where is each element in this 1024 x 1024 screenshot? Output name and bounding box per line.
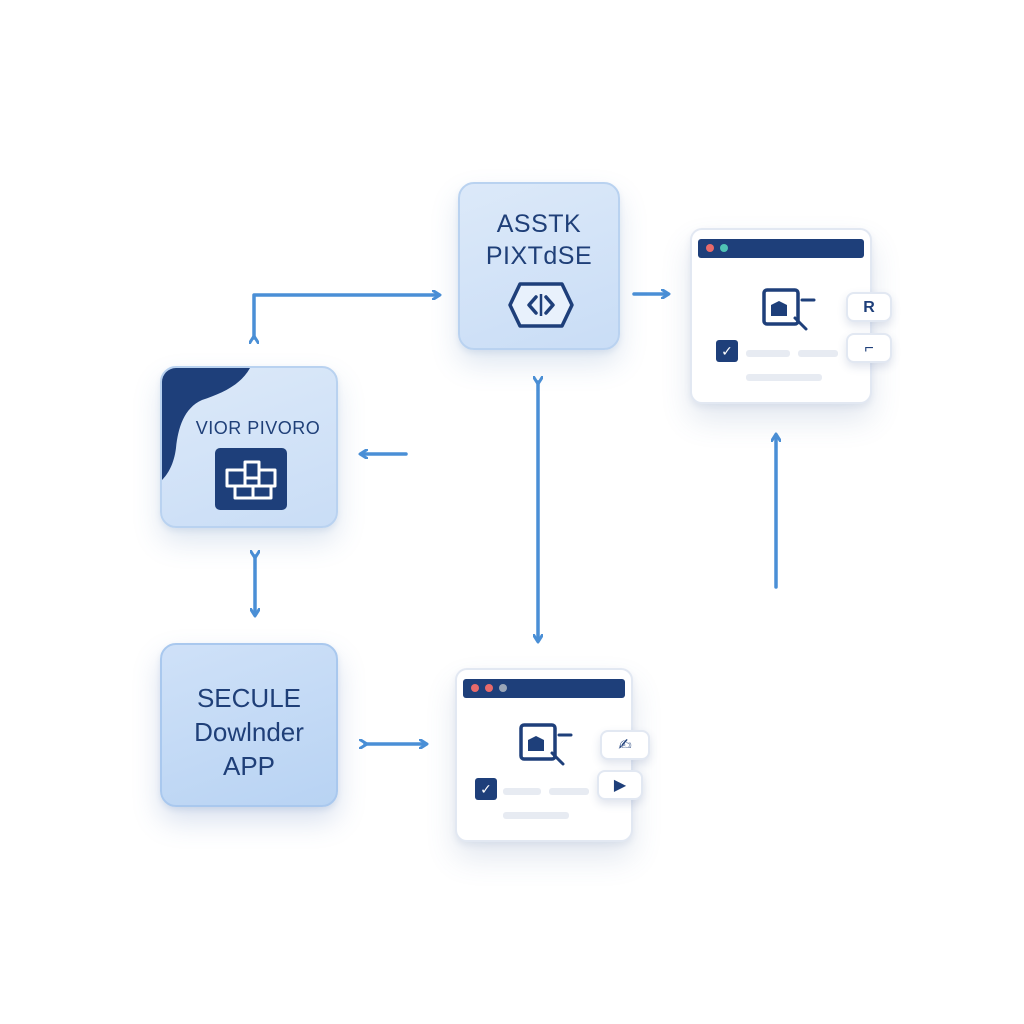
task-node-line2: PIXTdSE [485,242,593,270]
placeholder-text-line [798,350,838,357]
app-node-line3: APP [222,751,276,781]
app-node[interactable]: SECULE Dowlnder APP [160,643,338,807]
placeholder-text-line [503,812,569,819]
window-minimize-dot[interactable] [485,684,493,692]
placeholder-text-line [746,350,790,357]
play-button[interactable]: ▶ [597,770,643,800]
app-node-line1: SECULE [196,683,302,713]
cursor-button[interactable]: R [846,292,892,322]
browser-window-top[interactable]: ✓ [690,228,872,404]
window-titlebar [698,239,864,258]
window-close-dot[interactable] [471,684,479,692]
task-node[interactable]: ASSTK PIXTdSE [458,182,620,350]
image-edit-icon [519,723,573,766]
signature-button[interactable]: ✍ [600,730,650,760]
window-titlebar [463,679,625,698]
placeholder-text-line [746,374,822,381]
placeholder-text-line [503,788,541,795]
vior-node-label: VIOR PIVORO [195,418,321,438]
task-node-line1: ASSTK [496,210,582,238]
corner-blob-decoration [162,368,250,480]
image-edit-icon [762,288,816,331]
code-hexagon-icon [508,282,574,328]
window-close-dot[interactable] [706,244,714,252]
window-maximize-dot[interactable] [720,244,728,252]
puzzle-icon [215,448,287,510]
browser-window-bottom[interactable]: ✓ [455,668,633,842]
placeholder-text-line [549,788,589,795]
app-node-line2: Dowlnder [194,717,304,747]
window-maximize-dot[interactable] [499,684,507,692]
signature-button[interactable]: ⌐ [846,333,892,363]
checkbox-checked[interactable]: ✓ [716,340,738,362]
vior-node[interactable]: VIOR PIVORO [160,366,338,528]
arrow-vior-task [254,295,438,338]
checkbox-checked[interactable]: ✓ [475,778,497,800]
